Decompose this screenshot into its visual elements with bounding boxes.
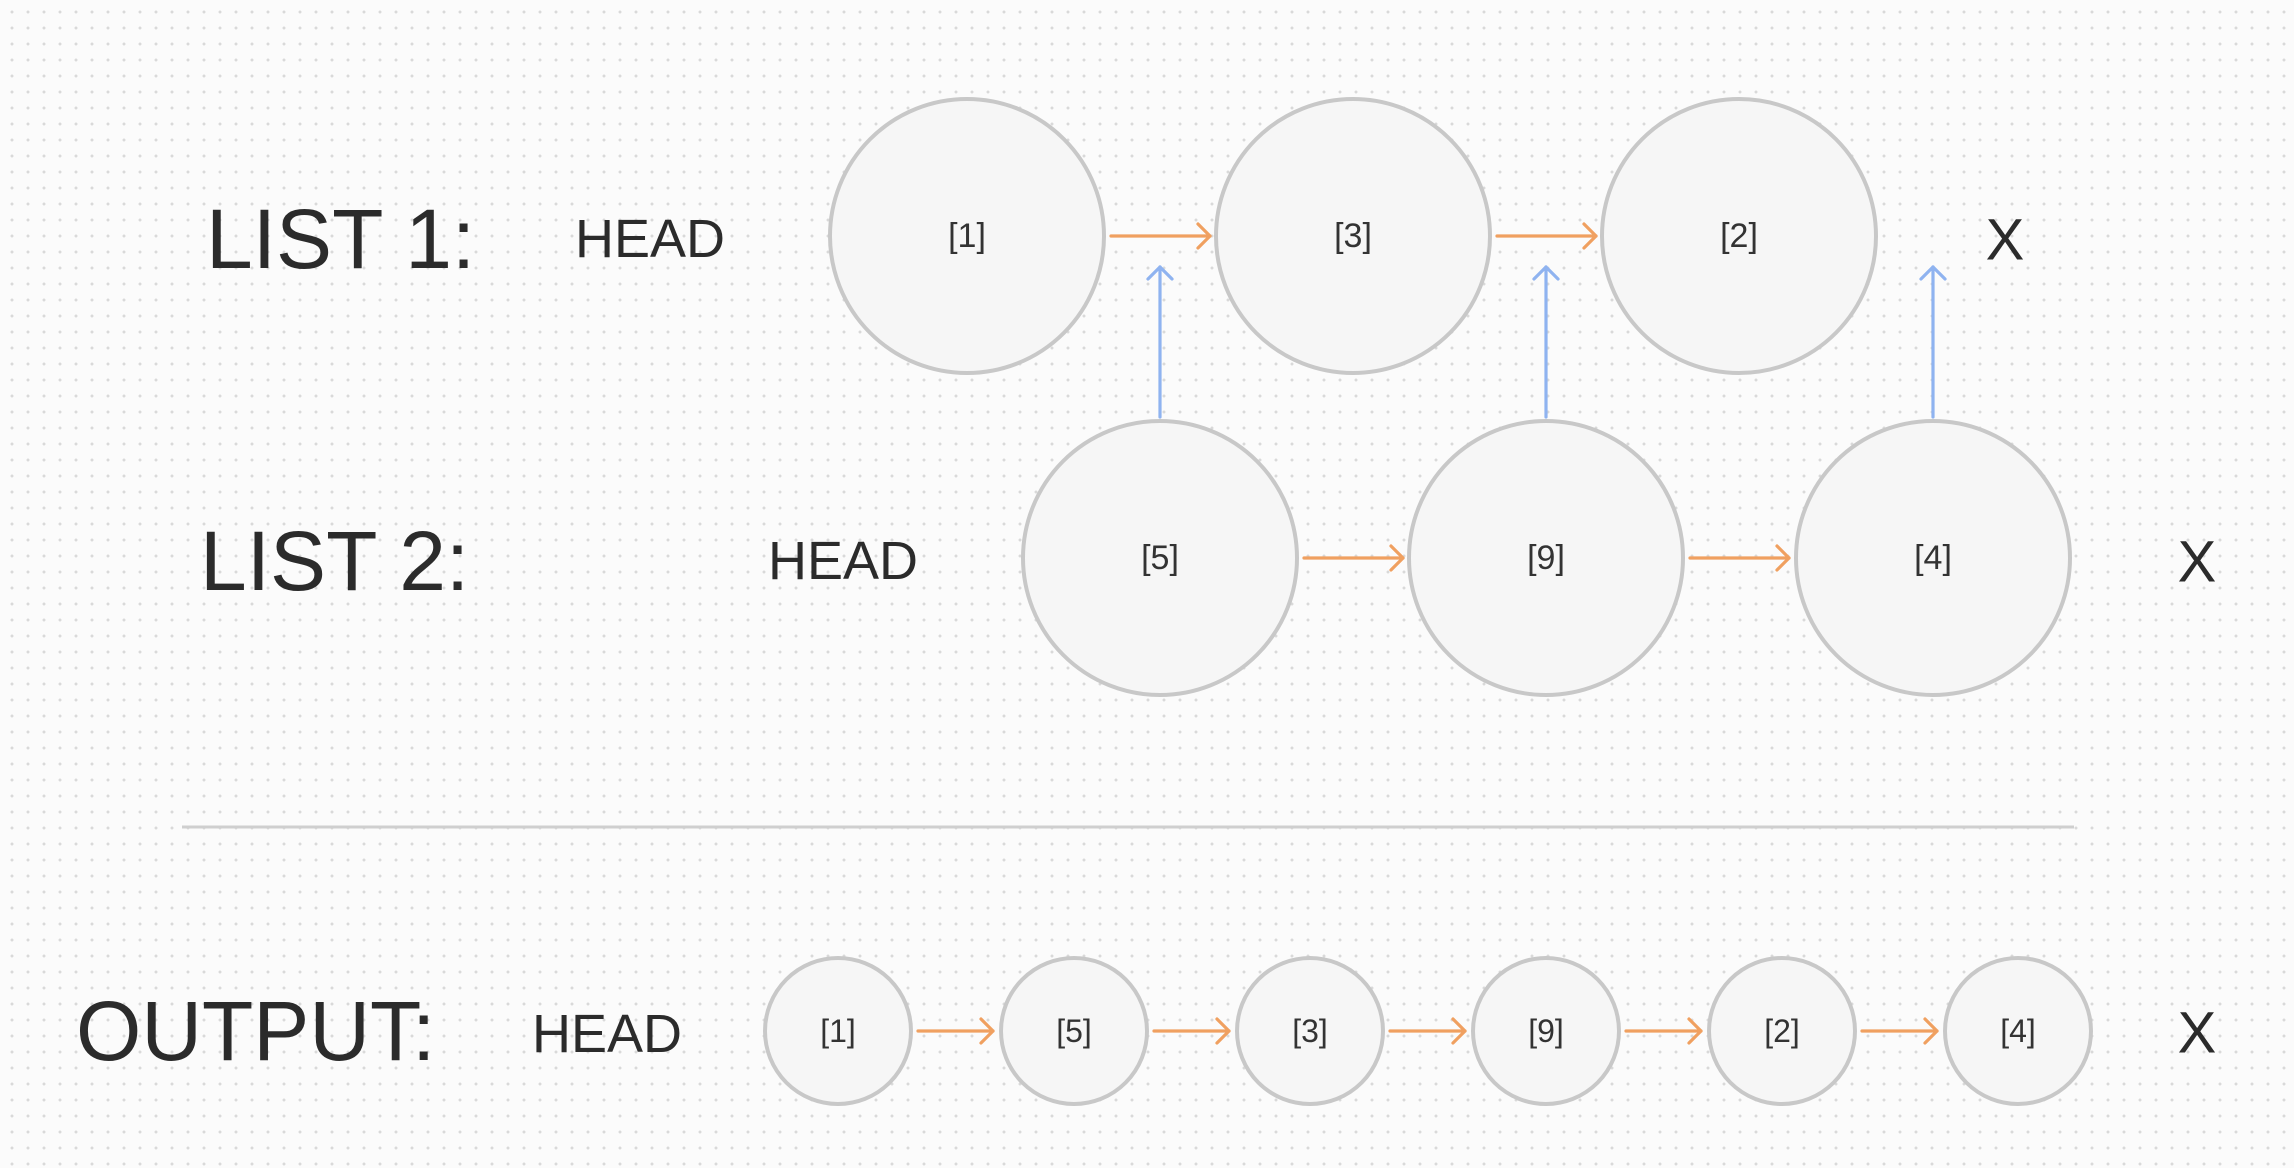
blue-arrow-up-icon: [1146, 265, 1174, 419]
node-value: [5]: [1056, 1013, 1092, 1049]
list2-node: [9]: [1407, 419, 1685, 697]
node-value: [9]: [1527, 539, 1565, 577]
node-circle: [1471, 956, 1621, 1106]
list1-node: [3]: [1214, 97, 1492, 375]
node-value: [2]: [1764, 1013, 1800, 1049]
node-circle: [763, 956, 913, 1106]
arrow-head: [1389, 544, 1405, 572]
output-node: [1]: [763, 956, 913, 1106]
arrow-head: [1582, 222, 1598, 250]
node-circle: [1707, 956, 1857, 1106]
list1-node: [2]: [1600, 97, 1878, 375]
arrow-head: [1687, 1017, 1703, 1045]
arrow-head: [1532, 265, 1560, 281]
arrow-head: [1775, 544, 1791, 572]
list1-label: LIST 1:: [206, 192, 475, 286]
output-label: OUTPUT:: [76, 984, 435, 1078]
node-value: [4]: [2000, 1013, 2036, 1049]
orange-arrow-right-icon: [1860, 1017, 1939, 1045]
node-circle: [1600, 97, 1878, 375]
arrow-head: [1923, 1017, 1939, 1045]
node-circle: [828, 97, 1106, 375]
pointer-arrows: [916, 222, 1947, 1045]
node-circle: [999, 956, 1149, 1106]
orange-arrow-right-icon: [1302, 544, 1405, 572]
node-circle: [1214, 97, 1492, 375]
node-value: [3]: [1334, 217, 1372, 255]
arrow-head: [979, 1017, 995, 1045]
list1-node: [1]: [828, 97, 1106, 375]
node-circle: [1794, 419, 2072, 697]
arrow-head: [1215, 1017, 1231, 1045]
blue-arrow-up-icon: [1919, 265, 1947, 419]
list1-null-terminator: X: [1986, 208, 2025, 273]
node-value: [1]: [820, 1013, 856, 1049]
output-node: [9]: [1471, 956, 1621, 1106]
orange-arrow-right-icon: [1624, 1017, 1703, 1045]
node-value: [1]: [948, 217, 986, 255]
blue-arrow-up-icon: [1532, 265, 1560, 419]
orange-arrow-right-icon: [1152, 1017, 1231, 1045]
arrow-head: [1919, 265, 1947, 281]
output-node: [3]: [1235, 956, 1385, 1106]
node-value: [9]: [1528, 1013, 1564, 1049]
orange-arrow-right-icon: [1109, 222, 1212, 250]
list2-head-label: HEAD: [768, 531, 918, 591]
arrow-head: [1451, 1017, 1467, 1045]
list2-label: LIST 2:: [200, 514, 469, 608]
output-null-terminator: X: [2178, 1001, 2217, 1066]
node-value: [2]: [1720, 217, 1758, 255]
node-circle: [1407, 419, 1685, 697]
arrow-head: [1196, 222, 1212, 250]
orange-arrow-right-icon: [916, 1017, 995, 1045]
list1-head-label: HEAD: [575, 209, 725, 269]
orange-arrow-right-icon: [1495, 222, 1598, 250]
list2-null-terminator: X: [2178, 530, 2217, 595]
node-circle: [1021, 419, 1299, 697]
node-circle: [1943, 956, 2093, 1106]
output-node: [4]: [1943, 956, 2093, 1106]
node-value: [3]: [1292, 1013, 1328, 1049]
node-value: [5]: [1141, 539, 1179, 577]
node-value: [4]: [1914, 539, 1952, 577]
node-circle: [1235, 956, 1385, 1106]
output-head-label: HEAD: [532, 1004, 682, 1064]
orange-arrow-right-icon: [1688, 544, 1791, 572]
output-node: [2]: [1707, 956, 1857, 1106]
list2-node: [4]: [1794, 419, 2072, 697]
orange-arrow-right-icon: [1388, 1017, 1467, 1045]
arrow-head: [1146, 265, 1174, 281]
output-node: [5]: [999, 956, 1149, 1106]
list2-node: [5]: [1021, 419, 1299, 697]
